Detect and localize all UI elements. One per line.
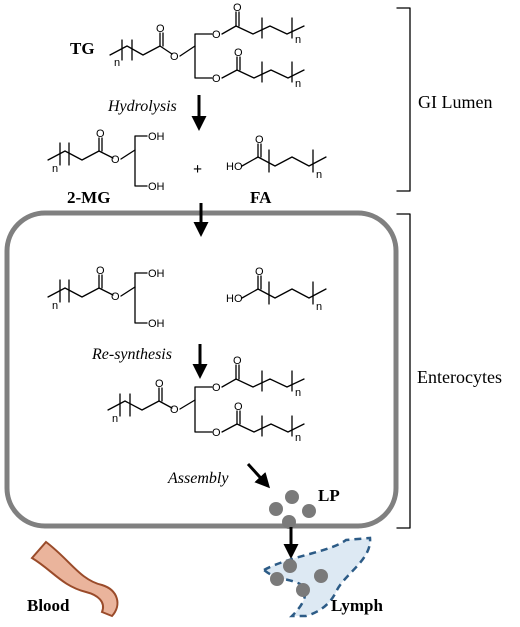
plus-sign: + [193, 161, 202, 178]
svg-text:O: O [170, 51, 179, 63]
svg-text:O: O [255, 266, 264, 278]
svg-text:OH: OH [148, 268, 165, 280]
svg-text:O: O [111, 291, 120, 303]
tg-molecule-cell: n O O O O n O O n [107, 355, 305, 444]
lp-label: LP [318, 486, 340, 505]
svg-text:n: n [316, 169, 322, 181]
resynthesis-label: Re-synthesis [91, 346, 172, 363]
svg-text:n: n [295, 387, 301, 399]
mg-molecule-cell: n O O OH OH [47, 265, 165, 330]
enterocytes-bracket [396, 213, 411, 529]
svg-text:O: O [233, 355, 242, 367]
svg-text:OH: OH [148, 181, 165, 193]
svg-text:n: n [52, 300, 58, 312]
fa-molecule-cell: HO O n [226, 266, 327, 313]
svg-text:n: n [52, 163, 58, 175]
svg-text:O: O [234, 47, 243, 59]
svg-text:O: O [234, 401, 243, 413]
svg-text:O: O [111, 154, 120, 166]
svg-text:O: O [212, 29, 221, 41]
mg-molecule-lumen: n O O OH OH 2-MG [47, 128, 165, 207]
mg-label: 2-MG [67, 188, 110, 207]
lipoprotein-particles [269, 490, 316, 529]
lymph-label: Lymph [331, 596, 384, 615]
tg-label: TG [70, 39, 95, 58]
gi-lumen-label: GI Lumen [418, 92, 492, 112]
svg-text:OH: OH [148, 131, 165, 143]
lymph-particles [270, 559, 328, 597]
assembly-arrow [246, 462, 271, 489]
blood-label: Blood [27, 596, 70, 615]
svg-text:O: O [96, 128, 105, 140]
blood-vessel [30, 540, 119, 618]
svg-text:O: O [255, 134, 264, 146]
svg-text:HO: HO [226, 161, 243, 173]
svg-text:O: O [233, 2, 242, 14]
fa-molecule-lumen: HO O n FA [226, 134, 327, 207]
svg-text:O: O [212, 382, 221, 394]
enterocytes-label: Enterocytes [417, 367, 502, 387]
gi-lumen-bracket [396, 7, 411, 192]
svg-text:O: O [170, 404, 179, 416]
svg-text:n: n [316, 301, 322, 313]
svg-text:n: n [114, 57, 120, 69]
svg-text:OH: OH [148, 318, 165, 330]
hydrolysis-label: Hydrolysis [107, 98, 177, 115]
svg-text:n: n [112, 413, 118, 425]
svg-text:n: n [295, 34, 301, 46]
svg-text:O: O [156, 23, 165, 35]
fa-label: FA [250, 188, 272, 207]
assembly-label: Assembly [167, 470, 229, 487]
tg-molecule: TG n O O O O n O O n [70, 2, 305, 90]
svg-text:HO: HO [226, 293, 243, 305]
svg-text:O: O [212, 427, 221, 439]
svg-text:n: n [295, 78, 301, 90]
svg-text:O: O [155, 378, 164, 390]
svg-text:O: O [96, 265, 105, 277]
svg-text:n: n [295, 432, 301, 444]
svg-text:O: O [212, 73, 221, 85]
